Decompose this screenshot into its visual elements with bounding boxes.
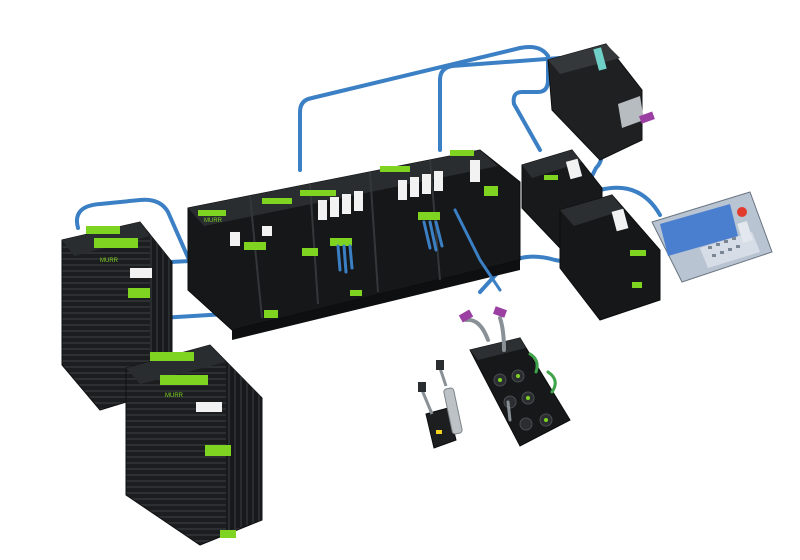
green-terminal-blocks xyxy=(198,150,498,318)
io-upper-terminal xyxy=(544,175,558,180)
cable-top-loop xyxy=(298,45,550,172)
operator-hmi-panel xyxy=(651,191,773,283)
distributor-cables xyxy=(464,316,557,422)
m12-connectors xyxy=(493,369,553,431)
sensor-block-cap xyxy=(418,382,426,392)
plc-purple-plug xyxy=(638,111,655,124)
plc-grey-connector xyxy=(618,96,644,128)
plc-status-strip xyxy=(593,47,607,71)
cable-end-cap-purple-1 xyxy=(458,309,474,323)
power-supply-unit-front: MURR xyxy=(125,344,263,546)
cable-plc-drop xyxy=(511,54,550,152)
io-lower-terminal xyxy=(630,250,646,256)
io-rack-module-lower xyxy=(559,194,661,321)
cable-to-panel xyxy=(598,185,662,217)
plc-controller xyxy=(547,43,655,161)
module-dividers xyxy=(249,159,441,319)
psu-front-foot xyxy=(220,530,236,538)
hmi-side-strip xyxy=(737,220,753,244)
cylindrical-sensor-cap xyxy=(436,360,444,370)
module-brand-logo: MURR xyxy=(204,218,223,224)
inductive-sensor-block xyxy=(418,382,457,449)
hmi-keypad-keys xyxy=(708,237,740,257)
psu-front-brand-logo: MURR xyxy=(165,393,184,399)
module-patch-cables xyxy=(336,208,502,292)
psu-front-label-white xyxy=(196,402,222,412)
sensor-block-led xyxy=(436,430,442,434)
io-lower-terminal-2 xyxy=(632,282,642,288)
cable-top-inner xyxy=(438,56,562,152)
m12-connector-rings xyxy=(498,374,548,422)
hmi-emergency-stop xyxy=(737,207,747,217)
psu-front-label-green xyxy=(160,375,208,385)
io-lower-label xyxy=(611,208,629,232)
psu-front-terminal-top xyxy=(150,352,194,361)
cable-psu-top xyxy=(75,197,192,264)
psu-front-terminal-bottom xyxy=(205,445,231,456)
cylindrical-sensor xyxy=(436,360,463,435)
psu-brand-logo: MURR xyxy=(100,258,119,264)
psu-label-green xyxy=(94,238,138,248)
psu-terminal-top xyxy=(86,226,120,234)
io-upper-label xyxy=(565,158,583,180)
relay-faces xyxy=(230,160,480,246)
din-rail-module-row: MURR xyxy=(187,149,521,340)
cable-end-cap-purple-2 xyxy=(492,306,508,318)
psu-terminal-bottom xyxy=(128,288,150,298)
psu-label-white xyxy=(130,268,152,278)
fieldbus-io-distributor xyxy=(458,306,571,447)
